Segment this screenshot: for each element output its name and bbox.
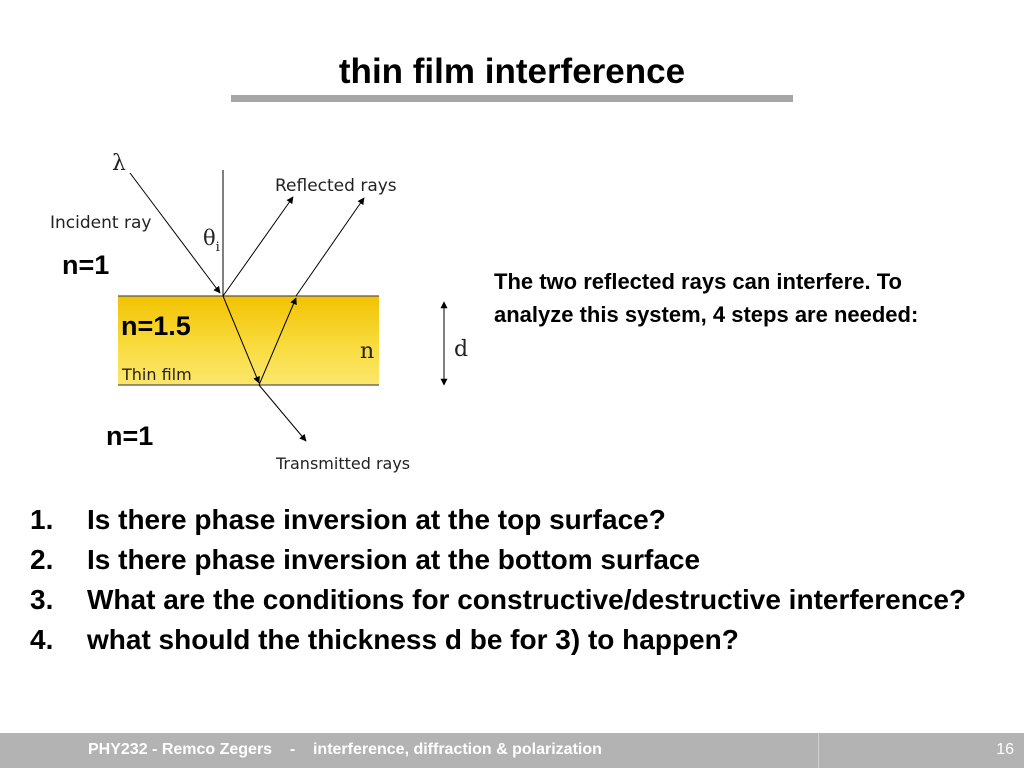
d-symbol-label: d — [454, 337, 468, 362]
steps-list: 1. Is there phase inversion at the top su… — [30, 500, 990, 660]
step-item: 3. What are the conditions for constructi… — [30, 580, 990, 620]
n-bottom-label: n=1 — [106, 421, 154, 451]
transmitted-ray — [258, 384, 307, 442]
n-symbol-label: n — [360, 339, 374, 364]
slide-title: thin film interference — [338, 52, 686, 91]
step-number: 2. — [30, 544, 54, 575]
incident-ray — [129, 172, 221, 294]
step-text: What are the conditions for constructive… — [87, 584, 967, 615]
n-film-label: n=1.5 — [121, 311, 191, 341]
reflected-rays-label: Reflected rays — [275, 176, 397, 196]
lambda-label: λ — [112, 151, 126, 176]
theta-label: θi — [203, 226, 220, 255]
transmitted-rays-label: Transmitted rays — [275, 454, 410, 473]
thin-film-label: Thin film — [121, 365, 192, 384]
title-underline — [231, 95, 793, 102]
thin-film-svg: λ Incident ray θi Reflected rays n Thin … — [50, 151, 468, 473]
reflected-ray-1 — [222, 196, 294, 297]
footer-course-text: PHY232 - Remco Zegers - interference, di… — [88, 741, 602, 758]
footer-divider — [818, 733, 819, 768]
page-number: 16 — [996, 741, 1014, 758]
thin-film-diagram: λ Incident ray θi Reflected rays n Thin … — [40, 135, 480, 485]
step-number: 1. — [30, 504, 54, 535]
reflected-ray-2 — [295, 197, 365, 297]
step-text: Is there phase inversion at the bottom s… — [87, 544, 701, 575]
description-text: The two reflected rays can interfere. To… — [494, 269, 919, 327]
step-item: 1. Is there phase inversion at the top su… — [30, 500, 990, 540]
n-top-label: n=1 — [62, 250, 110, 280]
step-number: 3. — [30, 584, 54, 615]
refracted-ray-down — [222, 295, 260, 384]
refracted-ray-up — [258, 297, 297, 386]
step-number: 4. — [30, 624, 54, 655]
step-item: 2. Is there phase inversion at the bottom… — [30, 540, 990, 580]
step-text: what should the thickness d be for 3) to… — [87, 624, 739, 655]
thin-film-layer — [118, 296, 379, 385]
incident-ray-label: Incident ray — [50, 213, 151, 233]
step-item: 4. what should the thickness d be for 3) … — [30, 620, 990, 660]
footer-bar: PHY232 - Remco Zegers - interference, di… — [0, 733, 1024, 768]
step-text: Is there phase inversion at the top surf… — [87, 504, 666, 535]
